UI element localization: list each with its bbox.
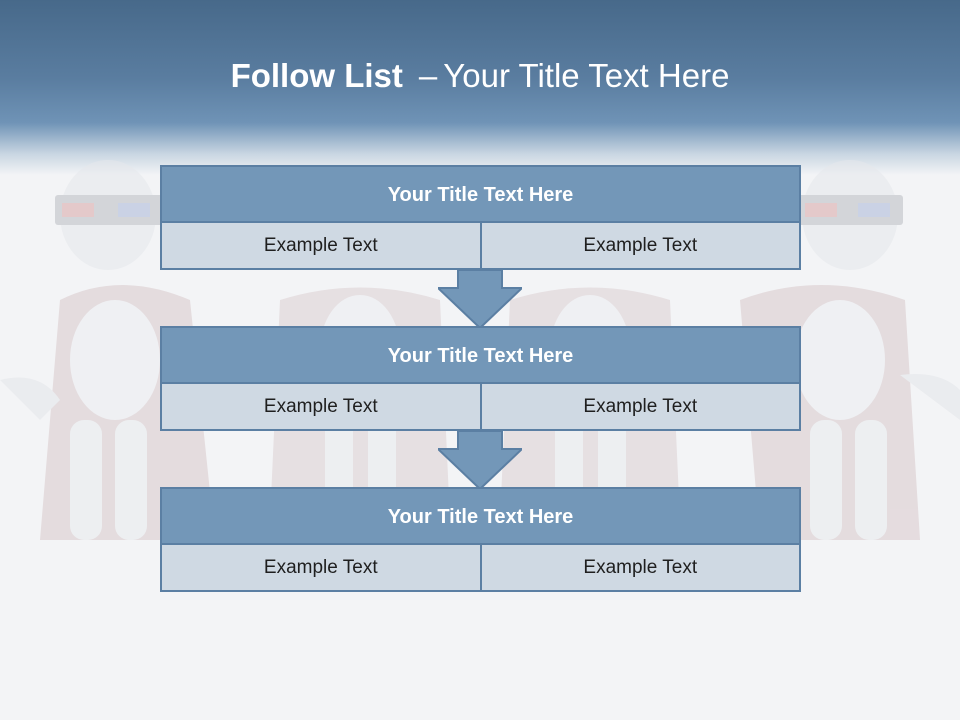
down-arrow-icon	[438, 431, 522, 489]
title-separator: –	[418, 57, 438, 94]
step-cells: Example Text Example Text	[162, 223, 799, 268]
title-bold: Follow List	[230, 57, 403, 94]
step-box-3: Your Title Text Here Example Text Exampl…	[160, 487, 801, 592]
title-rest: Your Title Text Here	[443, 57, 730, 94]
step-title: Your Title Text Here	[162, 489, 799, 545]
step-cell-left: Example Text	[162, 384, 480, 429]
step-cell-left: Example Text	[162, 545, 480, 590]
step-title: Your Title Text Here	[162, 328, 799, 384]
step-cells: Example Text Example Text	[162, 545, 799, 590]
page-title: Follow List–Your Title Text Here	[0, 56, 960, 96]
step-cells: Example Text Example Text	[162, 384, 799, 429]
step-cell-left: Example Text	[162, 223, 480, 268]
step-cell-right: Example Text	[479, 384, 799, 429]
down-arrow-icon	[438, 270, 522, 328]
figure-icon	[0, 160, 215, 540]
step-cell-right: Example Text	[479, 545, 799, 590]
step-box-2: Your Title Text Here Example Text Exampl…	[160, 326, 801, 431]
step-box-1: Your Title Text Here Example Text Exampl…	[160, 165, 801, 270]
header-band	[0, 0, 960, 175]
step-cell-right: Example Text	[479, 223, 799, 268]
step-title: Your Title Text Here	[162, 167, 799, 223]
